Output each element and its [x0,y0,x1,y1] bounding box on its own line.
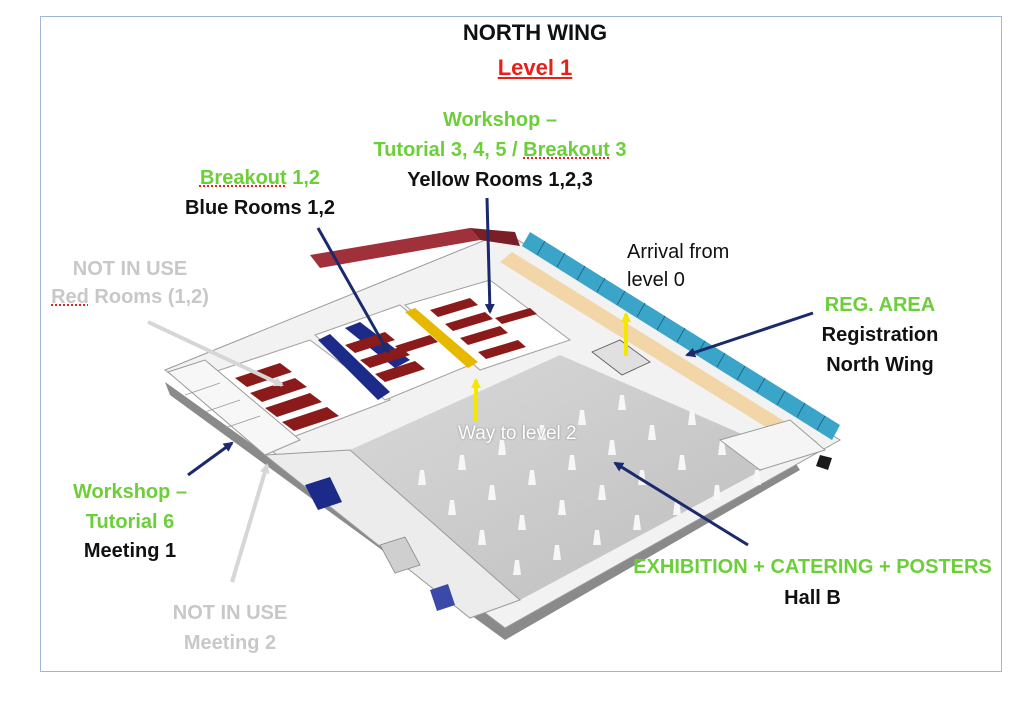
label-red-rooms-not-in-use: NOT IN USE Red Rooms (1,2) [30,257,230,309]
south-furniture-2 [430,584,455,611]
yellow-rooms-seating [430,298,537,359]
arrow-blue-rooms [316,227,390,354]
label-blue-rooms: Blue Rooms 1,2 [184,197,336,219]
red-rooms-seating [235,363,339,431]
exhibition-hall-floor [350,355,790,600]
arrow-hall-b [613,461,749,547]
label-workshop-tutorial-3-4-5: Workshop – Tutorial 3, 4, 5 / Breakout 3… [340,108,660,192]
label-workshop-line1: Workshop – [442,109,558,131]
label-arrival-line1: Arrival from [627,241,730,263]
label-tutorial6-line1: Workshop – [72,481,188,503]
label-breakout12-word: Breakout [199,167,287,189]
exhibition-stands [418,395,761,575]
arrow-yellow-rooms [484,197,495,314]
label-breakout-1-2: Breakout 1,2 Blue Rooms 1,2 [160,166,360,220]
label-red-rooms: Red Rooms (1,2) [30,285,230,309]
label-tutorial-text: Tutorial 3, 4, 5 / [373,139,524,161]
label-not-in-use-1: NOT IN USE [72,258,188,280]
label-not-in-use-2: NOT IN USE [172,602,288,624]
arrival-stairs [591,339,651,376]
east-rooms [718,419,827,471]
registration-strip [500,252,818,452]
label-breakout-word: Breakout [523,139,610,161]
label-tutorial6-line2: Tutorial 6 [85,511,175,533]
level-label: Level 1 [497,55,573,80]
south-furniture [379,536,421,574]
label-breakout-number: 3 [609,139,627,161]
label-breakout-line: Breakout 1,2 [160,166,360,190]
roof-band-north [310,228,480,268]
yellow-rooms-wall [405,308,478,368]
label-red-word: Red [51,286,89,308]
label-workshop-line2: Tutorial 3, 4, 5 / Breakout 3 [340,138,660,162]
label-meeting-2-not-in-use: NOT IN USE Meeting 2 [140,601,320,655]
label-yellow-rooms: Yellow Rooms 1,2,3 [407,169,593,191]
arrow-registration [685,311,814,358]
label-reg-area: REG. AREA Registration North Wing [790,293,970,377]
label-meeting-2: Meeting 2 [183,632,277,654]
blue-rooms-wall [318,334,390,400]
label-arrival: Arrival from level 0 [627,240,729,292]
label-arrival-line2: level 0 [627,269,685,291]
label-exhibition: EXHIBITION + CATERING + POSTERS [633,556,992,578]
label-registration: Registration [821,324,939,346]
label-red-rooms-rest: Rooms (1,2) [88,286,209,308]
blue-rooms-seating [345,332,438,382]
label-meeting-1: Meeting 1 [83,540,177,562]
label-workshop-tutorial-6: Workshop – Tutorial 6 [50,480,210,534]
label-reg-area-title: REG. AREA [824,294,936,316]
label-hall-b: Hall B [784,587,841,609]
meeting-room-blue [305,477,342,510]
label-breakout12-number: 1,2 [286,167,321,189]
arrow-tutorial6 [187,441,234,477]
label-way-to-level-2: Way to level 2 [458,423,577,444]
west-rooms [166,359,301,456]
arrow-meeting2 [230,463,270,583]
arrow-red-rooms [147,320,284,387]
map-title: NORTH WING [462,20,608,45]
label-north-wing: North Wing [826,354,934,376]
